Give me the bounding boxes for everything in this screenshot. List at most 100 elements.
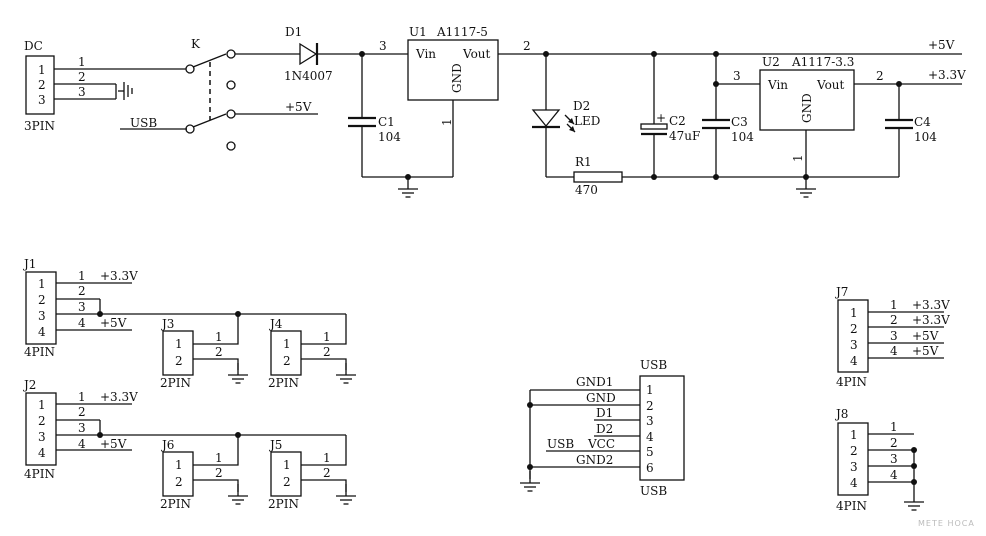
c4-value: 104: [914, 130, 937, 144]
j8-ref: J8: [834, 407, 848, 421]
u2-pin-in: 3: [733, 69, 741, 83]
ground-symbol-u1: [397, 176, 419, 198]
c2-ref: C2: [669, 114, 686, 128]
j1-wire-pin-1: 1: [78, 269, 86, 283]
u2-vout: Vout: [816, 78, 845, 92]
usb-signal-d2: D2: [596, 422, 613, 436]
j6-pin-2: 2: [175, 475, 183, 489]
capacitor-c3: C3 104: [702, 54, 754, 177]
u1-vout: Vout: [462, 47, 491, 61]
ground-symbol-j3: [227, 362, 249, 384]
r1-value: 470: [575, 183, 598, 197]
j6-wire-pin-2: 2: [215, 466, 223, 480]
j5-wire-pin-1: 1: [323, 451, 331, 465]
usb-pin-1: 1: [646, 383, 654, 397]
connector-j7: J7 1 2 3 4 4PIN 1 2 3 4 +3.3V +3.3V +5V …: [834, 285, 950, 389]
j1-pin-1: 1: [38, 277, 46, 291]
resistor-r1: R1 470: [546, 155, 806, 197]
j6-wire-pin-1: 1: [215, 451, 223, 465]
capacitor-c4: C4 104: [885, 84, 937, 177]
usb-pin-4: 4: [646, 430, 654, 444]
j7-wire-pin-1: 1: [890, 298, 898, 312]
c4-ref: C4: [914, 115, 931, 129]
switch-contact-b1: [226, 109, 236, 119]
j6-body: [162, 451, 194, 497]
j5-body: [270, 451, 302, 497]
j3-pin-1: 1: [175, 337, 183, 351]
j1-net-33v: +3.3V: [100, 269, 138, 283]
u2-body: [759, 69, 855, 131]
j7-pin-4: 4: [850, 354, 858, 368]
connector-j3: J3 1 2 2PIN 1 2: [160, 314, 239, 390]
dc-pin-3: 3: [38, 93, 46, 107]
usb-pin-3: 3: [646, 414, 654, 428]
d2-body: [531, 109, 561, 128]
j7-pin-1: 1: [850, 306, 858, 320]
j2-net-5v: +5V: [100, 437, 127, 451]
j2-pin-1: 1: [38, 398, 46, 412]
j8-pin-3: 3: [850, 460, 858, 474]
u2-pin-out: 2: [876, 69, 884, 83]
j1-ref: J1: [22, 257, 36, 271]
j2-pin-3: 3: [38, 430, 46, 444]
regulator-u1: U1 A1117-5 Vin Vout GND 3 2 1: [379, 25, 531, 126]
ground-symbol-j8: [903, 489, 925, 511]
j1-wire-pin-3: 3: [78, 300, 86, 314]
d2-value: LED: [574, 114, 600, 128]
ground-symbol-j5: [335, 483, 357, 505]
j2-wire-pin-3: 3: [78, 421, 86, 435]
watermark: METE HOCA: [918, 519, 975, 528]
j1-body: [25, 271, 57, 345]
chassis-ground-symbol: [115, 82, 133, 100]
j8-footprint: 4PIN: [836, 499, 867, 513]
usb-signal-gnd2: GND2: [576, 453, 613, 467]
j2-footprint: 4PIN: [24, 467, 55, 481]
switch-blade-b: [192, 113, 227, 128]
rail-33v-label: +3.3V: [928, 68, 966, 82]
j2-wire-pin-1: 1: [78, 390, 86, 404]
connector-j1: J1 1 2 3 4 4PIN 1 2 3 4 +3.3V +5V: [22, 257, 346, 359]
u1-pin-gnd: 1: [440, 118, 454, 126]
j3-ref: J3: [160, 317, 174, 331]
usb-body: [639, 375, 685, 481]
usb-signal-gnd: GND: [586, 391, 616, 405]
switch-common-a: [185, 64, 195, 74]
j8-wire-pin-4: 4: [890, 468, 898, 482]
j4-footprint: 2PIN: [268, 376, 299, 390]
u1-part: A1117-5: [436, 25, 488, 39]
j4-wire-pin-2: 2: [323, 345, 331, 359]
u1-pin-in: 3: [379, 39, 387, 53]
j8-wire-pin-1: 1: [890, 420, 898, 434]
dc-wire-3-label: 3: [78, 85, 86, 99]
j7-net-4: +5V: [912, 344, 939, 358]
u2-part: A1117-3.3: [791, 55, 854, 69]
ground-symbol-u2: [795, 176, 817, 198]
junction-c3-gnd: [713, 174, 719, 180]
j2-net-33v: +3.3V: [100, 390, 138, 404]
connector-j4: J4 1 2 2PIN 1 2: [268, 314, 347, 390]
usb-footprint: USB: [640, 484, 667, 498]
j8-wire-pin-3: 3: [890, 452, 898, 466]
j4-ref: J4: [268, 317, 283, 331]
c2-value: 47uF: [669, 129, 700, 143]
usb-signal-vcc: VCC: [587, 437, 615, 451]
connector-j8: J8 1 2 3 4 4PIN 1 2 3 4: [834, 407, 917, 513]
usb-connector: USB 1 2 3 4 5 6 USB GND1 GND D1 D2 VCC G…: [527, 358, 685, 498]
j4-pin-1: 1: [283, 337, 291, 351]
j3-body: [162, 330, 194, 376]
j7-footprint: 4PIN: [836, 375, 867, 389]
capacitor-c2: + C2 47uF: [640, 54, 700, 177]
dc-pin-1: 1: [38, 63, 46, 77]
j2-body: [25, 392, 57, 466]
dc-wire-2-label: 2: [78, 70, 86, 84]
j8-pin-2: 2: [850, 444, 858, 458]
d1-ref: D1: [285, 25, 302, 39]
switch-contact-a1: [226, 49, 236, 59]
switch-usb-label: USB: [130, 116, 157, 130]
diode-d1: D1 1N4007: [284, 25, 333, 83]
dc-ref: DC: [24, 39, 43, 53]
j5-wire-pin-2: 2: [323, 466, 331, 480]
j7-body: [837, 299, 869, 373]
usb-pin-6: 6: [646, 461, 654, 475]
j3-wire-pin-2: 2: [215, 345, 223, 359]
